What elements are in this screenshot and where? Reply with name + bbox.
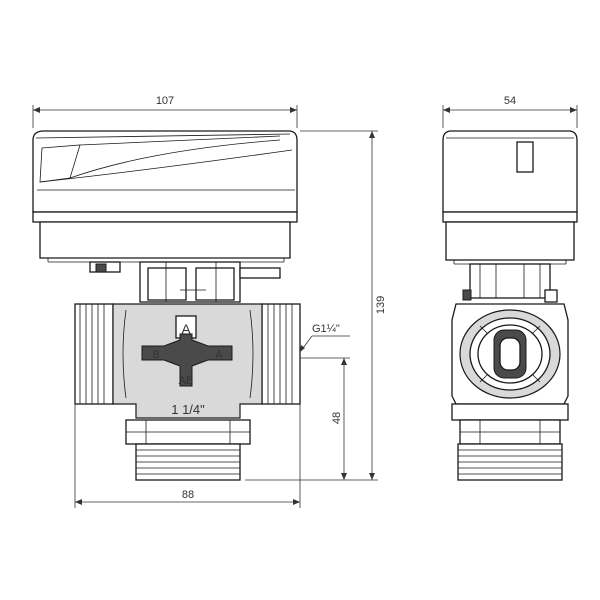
port-ab-label: AB bbox=[179, 375, 194, 387]
size-label: 1 1/4" bbox=[171, 402, 205, 417]
front-bottom-connector bbox=[125, 419, 251, 481]
front-view: A B A AB 1 1/4" bbox=[32, 130, 301, 481]
dim-width-side: 54 bbox=[504, 95, 516, 107]
front-bracket bbox=[89, 261, 281, 303]
port-b-label: B bbox=[152, 349, 159, 361]
front-port-right bbox=[261, 303, 301, 405]
dim-width-body: 88 bbox=[182, 489, 194, 501]
side-bracket bbox=[462, 263, 558, 303]
side-dimensions: 54 bbox=[442, 95, 578, 128]
front-dimensions: 107 139 48 88 G1¼" bbox=[32, 95, 387, 508]
front-valve-body: A B A AB 1 1/4" bbox=[112, 303, 263, 419]
logo-letter: A bbox=[181, 321, 191, 337]
thread-label: G1¼" bbox=[312, 323, 340, 335]
side-actuator bbox=[442, 130, 578, 265]
front-actuator bbox=[32, 130, 298, 263]
front-port-left bbox=[74, 303, 114, 405]
dim-height-total: 139 bbox=[375, 296, 387, 314]
side-bottom-connector bbox=[451, 403, 569, 481]
port-a-label: A bbox=[215, 349, 223, 361]
side-valve-body bbox=[451, 303, 569, 405]
side-view bbox=[442, 130, 578, 481]
dim-width-front: 107 bbox=[156, 95, 174, 107]
dim-height-axis: 48 bbox=[331, 412, 343, 424]
